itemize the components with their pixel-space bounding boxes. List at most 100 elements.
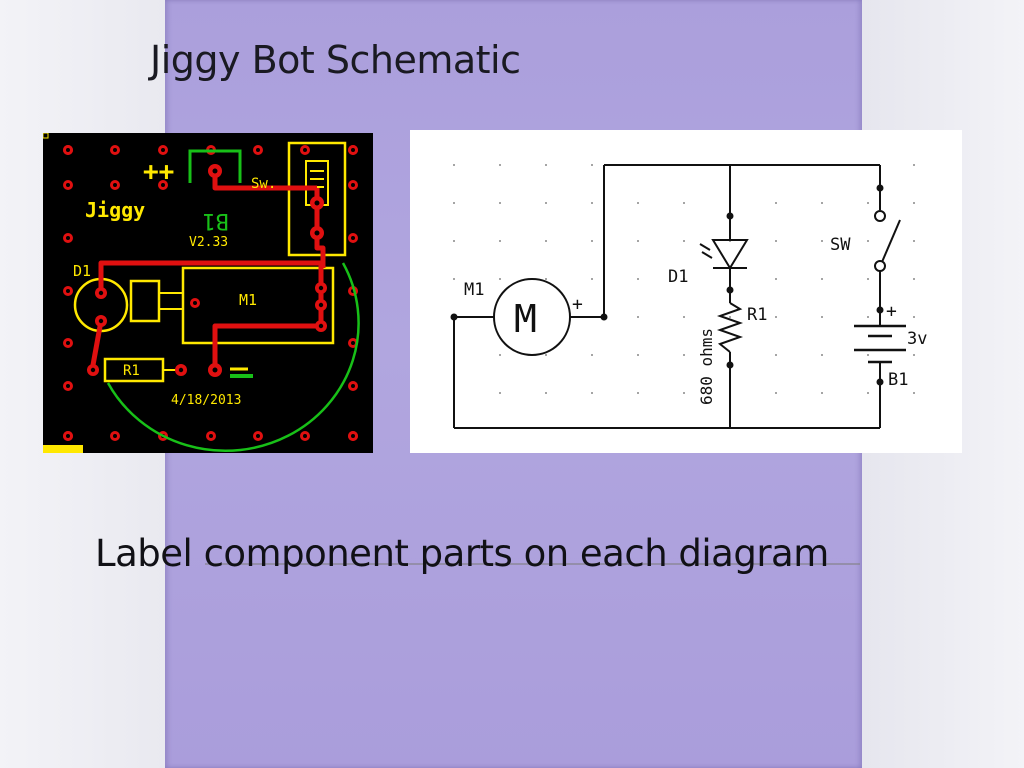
junction — [726, 212, 734, 220]
grid-dot — [637, 202, 639, 204]
battery-plus-label: + — [886, 301, 897, 322]
battery-symbol — [854, 324, 906, 364]
schematic-junctions — [450, 184, 884, 386]
pcb-hole-center — [161, 148, 165, 152]
pcb-hole-center — [66, 341, 70, 345]
grid-dot — [637, 316, 639, 318]
grid-dot — [637, 392, 639, 394]
pcb-hole-grid — [63, 145, 358, 441]
pcb-traces — [90, 171, 326, 366]
grid-dot — [637, 354, 639, 356]
diode-ref-label: D1 — [668, 267, 688, 287]
pcb-resistor-label: R1 — [123, 363, 140, 379]
pcb-motor-label: M1 — [239, 291, 257, 309]
pcb-pad-hole — [98, 318, 104, 324]
diode-arrow — [699, 243, 711, 251]
battery-ref-label: B1 — [888, 370, 908, 390]
pcb-pad-hole — [178, 367, 184, 373]
motor-symbol — [493, 278, 571, 356]
battery-voltage-label: 3v — [907, 329, 927, 349]
slide-title: Jiggy Bot Schematic — [150, 38, 521, 82]
pcb-hole-center — [209, 434, 213, 438]
pcb-pad-hole — [90, 367, 96, 373]
motor-plus-label: + — [572, 294, 583, 315]
grid-dot — [453, 202, 455, 204]
junction — [726, 286, 734, 294]
grid-dot — [591, 354, 593, 356]
pcb-pad-hole — [212, 367, 218, 373]
grid-dot — [591, 164, 593, 166]
grid-dot — [499, 354, 501, 356]
grid-dot — [499, 392, 501, 394]
pcb-pads — [87, 164, 327, 377]
junction — [876, 378, 884, 386]
junction — [600, 313, 608, 321]
switch-ref-label: SW — [830, 235, 851, 255]
pcb-layout: ++ Jiggy Sw. B1 V2.33 D1 M1 R1 4/18/2013 — [42, 132, 373, 453]
switch-lever — [881, 219, 901, 263]
grid-dot — [821, 202, 823, 204]
grid-dot — [821, 316, 823, 318]
resistor-ref-label: R1 — [747, 305, 767, 325]
diode-arrow — [701, 251, 713, 259]
pcb-version-label: V2.33 — [189, 235, 228, 250]
grid-dot — [913, 164, 915, 166]
grid-dot — [867, 354, 869, 356]
resistor-symbol — [716, 302, 744, 353]
pcb-hole-center — [351, 148, 355, 152]
pcb-trace — [212, 323, 321, 365]
grid-dot — [867, 240, 869, 242]
grid-dot — [683, 240, 685, 242]
diode-symbol — [699, 239, 749, 270]
grid-dot — [913, 240, 915, 242]
pcb-hole-center — [303, 148, 307, 152]
pcb-pad-hole — [212, 168, 218, 174]
junction — [450, 313, 458, 321]
grid-dot — [683, 316, 685, 318]
pcb-switch-label: Sw. — [251, 176, 276, 192]
grid-dot — [499, 240, 501, 242]
pcb-hole-center — [256, 148, 260, 152]
pcb-date-label: 4/18/2013 — [171, 393, 241, 408]
grid-dot — [591, 202, 593, 204]
pcb-hole-center — [351, 384, 355, 388]
grid-dot — [867, 202, 869, 204]
pcb-outline-arc — [106, 262, 360, 453]
junction — [726, 361, 734, 369]
grid-dot — [867, 278, 869, 280]
grid-dot — [775, 392, 777, 394]
pcb-outline-bracket — [188, 149, 242, 183]
grid-dot — [683, 278, 685, 280]
pcb-trace — [314, 233, 326, 268]
grid-dot — [637, 278, 639, 280]
schematic-svg: M M1 + D1 R1 680 ohms SW + 3v B1 — [450, 164, 927, 429]
circuit-schematic: M M1 + D1 R1 680 ohms SW + 3v B1 — [410, 130, 962, 453]
grid-dot — [683, 392, 685, 394]
junction — [876, 306, 884, 314]
pcb-pad-hole — [318, 323, 324, 329]
grid-dot — [499, 202, 501, 204]
pcb-pad-hole — [314, 200, 320, 206]
pcb-motor-outline — [181, 266, 335, 345]
grid-dot — [545, 278, 547, 280]
pcb-hole-center — [113, 148, 117, 152]
caption-strike-line — [205, 563, 860, 565]
pcb-battery-label: B1 — [203, 208, 230, 233]
grid-dot — [913, 278, 915, 280]
pcb-corner-mark — [42, 132, 49, 139]
pcb-hole-center — [66, 434, 70, 438]
grid-dot — [591, 278, 593, 280]
pcb-motor-shaft — [129, 279, 161, 323]
grid-dot — [913, 202, 915, 204]
pcb-hole-center — [66, 183, 70, 187]
switch-contact-top — [874, 210, 886, 222]
schematic-wires — [453, 164, 881, 429]
grid-dot — [775, 202, 777, 204]
pcb-diode-label: D1 — [73, 262, 91, 280]
grid-dot — [453, 240, 455, 242]
grid-dot — [775, 354, 777, 356]
pcb-pad-hole — [193, 301, 197, 305]
grid-dot — [821, 278, 823, 280]
pcb-trace — [98, 260, 324, 326]
resistor-value-label: 680 ohms — [697, 328, 716, 405]
